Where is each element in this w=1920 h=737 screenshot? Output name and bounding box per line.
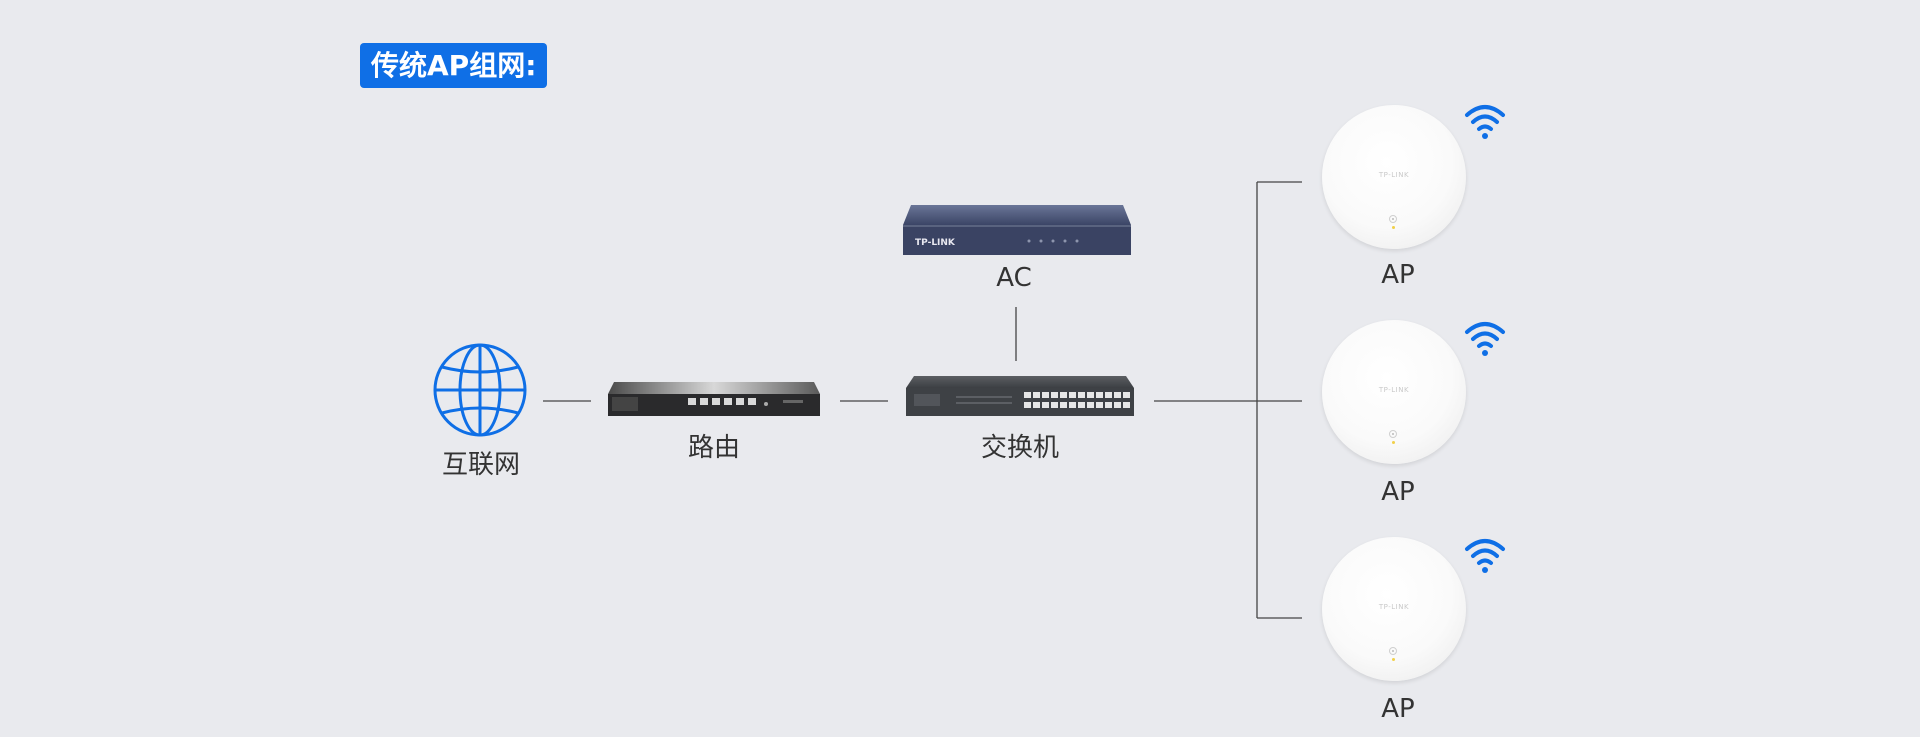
switch-label: 交换机 [980,433,1059,463]
wifi-icon [1465,539,1505,573]
ap-device-1: TP-LINK [1322,105,1466,249]
ap-led-icon [1389,215,1397,223]
internet-label: 互联网 [441,450,520,480]
switch-ports [1024,392,1130,408]
ap-label-2: AP [1381,477,1415,507]
ap-status-dot [1392,226,1395,229]
router-device [608,382,820,416]
ap-brand-logo: TP-LINK [1378,386,1410,394]
wifi-icon [1465,105,1505,139]
ap-status-dot [1392,658,1395,661]
switch-device [906,376,1134,416]
ap-device-3: TP-LINK [1322,537,1466,681]
ap-label-1: AP [1381,260,1415,290]
wifi-icon [1465,322,1505,356]
ap-led-icon [1389,430,1397,438]
ap-brand-logo: TP-LINK [1378,171,1410,179]
ap-device-2: TP-LINK [1322,320,1466,464]
ac-brand-logo: TP-LINK [915,238,956,248]
ap-brand-logo: TP-LINK [1378,603,1410,611]
router-label: 路由 [687,433,740,463]
ap-status-dot [1392,441,1395,444]
diagram-title: 传统AP组网: [360,43,548,88]
ap-led-icon [1389,647,1397,655]
ap-label-3: AP [1381,694,1415,724]
ac-label: AC [996,263,1032,293]
globe-icon [433,343,527,437]
ac-controller-device: TP-LINK [903,205,1131,255]
